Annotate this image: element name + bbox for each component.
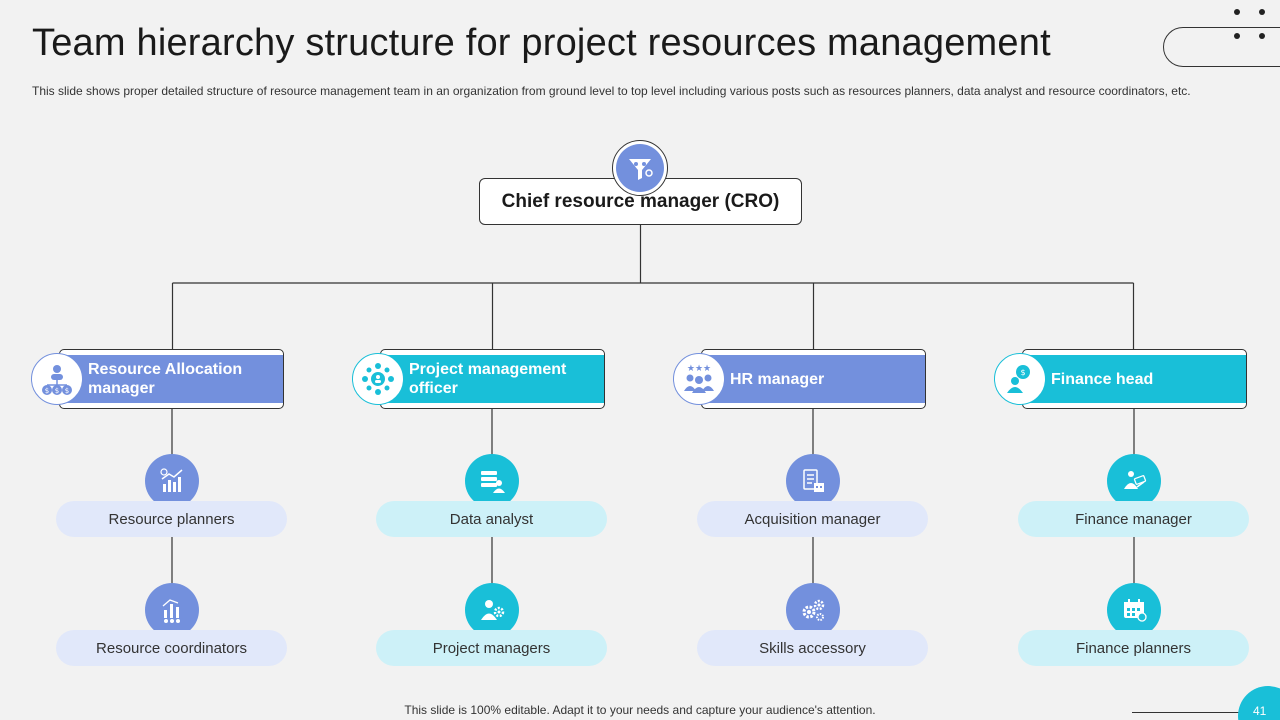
head-node-finance: Finance head bbox=[1022, 349, 1247, 409]
org-chart-money-icon: $ $ $ bbox=[31, 353, 83, 405]
decorative-dot bbox=[1259, 33, 1265, 39]
child-node: Project managers bbox=[376, 630, 607, 666]
growth-chart-icon bbox=[145, 454, 199, 508]
child-label: Finance manager bbox=[1075, 510, 1192, 528]
child-node: Resource planners bbox=[56, 501, 287, 537]
decorative-dot bbox=[1259, 9, 1265, 15]
decorative-dot bbox=[1234, 9, 1240, 15]
slide-footer: This slide is 100% editable. Adapt it to… bbox=[404, 703, 876, 717]
manager-gear-icon bbox=[465, 583, 519, 637]
footer-divider bbox=[1132, 712, 1242, 713]
team-stars-icon: ★★★ bbox=[673, 353, 725, 405]
child-label: Skills accessory bbox=[759, 639, 866, 657]
child-label: Resource planners bbox=[108, 510, 235, 528]
server-user-icon bbox=[465, 454, 519, 508]
head-node-resource-allocation: Resource Allocation manager bbox=[59, 349, 284, 409]
child-node: Acquisition manager bbox=[697, 501, 928, 537]
svg-text:$: $ bbox=[55, 387, 59, 395]
root-label: Chief resource manager (CRO) bbox=[501, 190, 780, 212]
decorative-dot bbox=[1234, 33, 1240, 39]
decorative-pill bbox=[1163, 27, 1280, 67]
checklist-calendar-icon bbox=[786, 454, 840, 508]
money-person-icon: $ bbox=[994, 353, 1046, 405]
gears-icon bbox=[786, 583, 840, 637]
slide-title: Team hierarchy structure for project res… bbox=[32, 22, 1051, 64]
root-icon-holder bbox=[612, 140, 668, 196]
svg-text:★★★: ★★★ bbox=[687, 364, 711, 374]
handshake-money-icon bbox=[1107, 454, 1161, 508]
child-label: Finance planners bbox=[1075, 639, 1192, 657]
network-hub-icon bbox=[352, 353, 404, 405]
child-node: Skills accessory bbox=[697, 630, 928, 666]
svg-text:$: $ bbox=[45, 387, 49, 395]
funnel-people-icon bbox=[616, 144, 664, 192]
money-calendar-icon bbox=[1107, 583, 1161, 637]
head-node-project-management: Project management officer bbox=[380, 349, 605, 409]
child-label: Resource coordinators bbox=[96, 639, 247, 657]
head-node-hr: HR manager bbox=[701, 349, 926, 409]
page-number: 41 bbox=[1253, 704, 1267, 718]
head-label: HR manager bbox=[730, 370, 825, 388]
head-label: Project management officer bbox=[409, 361, 567, 397]
head-label: Finance head bbox=[1051, 370, 1154, 388]
head-label: Resource Allocation manager bbox=[88, 361, 243, 397]
child-node: Data analyst bbox=[376, 501, 607, 537]
child-label: Acquisition manager bbox=[744, 510, 881, 528]
svg-text:$: $ bbox=[1020, 368, 1025, 377]
child-label: Data analyst bbox=[449, 510, 534, 528]
slide-subtitle: This slide shows proper detailed structu… bbox=[32, 84, 1191, 98]
child-node: Finance manager bbox=[1018, 501, 1249, 537]
child-node: Finance planners bbox=[1018, 630, 1249, 666]
stacked-bars-people-icon bbox=[145, 583, 199, 637]
svg-text:$: $ bbox=[65, 387, 69, 395]
child-node: Resource coordinators bbox=[56, 630, 287, 666]
child-label: Project managers bbox=[432, 639, 551, 657]
